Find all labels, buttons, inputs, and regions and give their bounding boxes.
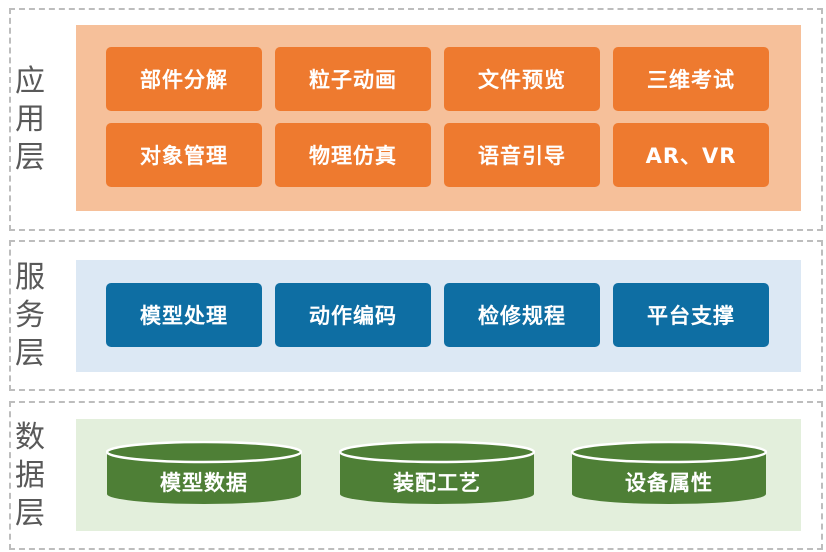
data-panel: 模型数据 装配工艺 设备属性 — [76, 419, 801, 531]
database-cylinder-equipment-attributes: 设备属性 — [571, 441, 767, 505]
module-box-physics-simulation: 物理仿真 — [275, 123, 431, 187]
module-box-object-management: 对象管理 — [106, 123, 262, 187]
module-box-maintenance-procedure: 检修规程 — [444, 283, 600, 347]
module-box-motion-encoding: 动作编码 — [275, 283, 431, 347]
data-label-char: 数 — [15, 419, 45, 455]
module-box-platform-support: 平台支撑 — [613, 283, 769, 347]
application-layer-label: 应 用 层 — [13, 8, 47, 231]
service-layer — [9, 240, 823, 391]
database-icon — [571, 441, 767, 504]
module-box-parts-decomposition: 部件分解 — [106, 47, 262, 111]
database-label: 设备属性 — [625, 471, 713, 495]
application-panel: 部件分解 粒子动画 文件预览 三维考试 对象管理 物理仿真 语音引导 AR、VR — [76, 25, 801, 211]
module-box-3d-exam: 三维考试 — [613, 47, 769, 111]
data-label-char: 据 — [15, 457, 45, 493]
database-label: 装配工艺 — [393, 471, 481, 495]
application-label-char: 用 — [15, 101, 45, 137]
database-label: 模型数据 — [160, 471, 248, 495]
database-icon — [106, 441, 302, 504]
data-label-char: 层 — [15, 495, 45, 531]
service-layer-label: 服 务 层 — [13, 240, 47, 391]
module-box-file-preview: 文件预览 — [444, 47, 600, 111]
module-box-voice-guidance: 语音引导 — [444, 123, 600, 187]
service-label-char: 层 — [15, 335, 45, 371]
module-box-model-processing: 模型处理 — [106, 283, 262, 347]
database-cylinder-model-data: 模型数据 — [106, 441, 302, 505]
module-box-ar-vr: AR、VR — [613, 123, 769, 187]
service-label-char: 务 — [15, 297, 45, 333]
module-box-particle-animation: 粒子动画 — [275, 47, 431, 111]
database-icon — [339, 441, 535, 504]
service-label-char: 服 — [15, 259, 45, 295]
database-cylinder-assembly-process: 装配工艺 — [339, 441, 535, 505]
application-layer — [9, 8, 823, 231]
application-label-char: 应 — [15, 63, 45, 99]
data-layer-label: 数 据 层 — [13, 401, 47, 550]
application-label-char: 层 — [15, 139, 45, 175]
data-layer — [9, 401, 823, 550]
service-panel: 模型处理 动作编码 检修规程 平台支撑 — [76, 260, 801, 372]
